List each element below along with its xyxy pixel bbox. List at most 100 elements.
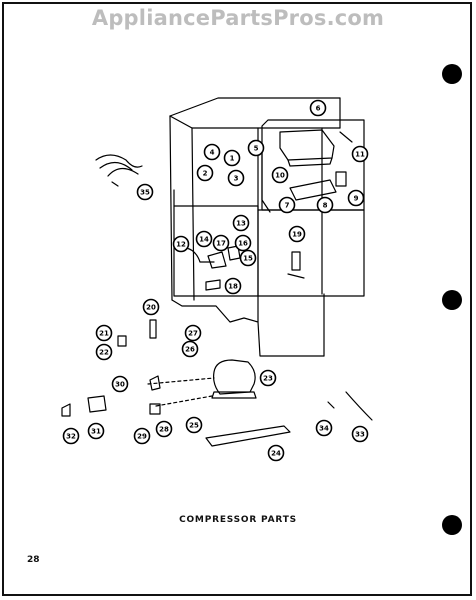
callout-circle	[172, 235, 190, 253]
callout-33: 33	[351, 425, 369, 443]
callout-number: 6	[316, 105, 321, 113]
callout-1: 1	[223, 149, 241, 167]
callout-22: 22	[95, 343, 113, 361]
control-box	[173, 189, 365, 297]
callout-number: 20	[146, 304, 156, 312]
binder-hole-bottom	[442, 515, 462, 535]
callout-28: 28	[155, 420, 173, 438]
callout-circle	[203, 143, 221, 161]
callout-circle	[351, 425, 369, 443]
callout-circle	[181, 340, 199, 358]
callout-number: 26	[185, 346, 195, 354]
callout-circle	[267, 444, 285, 462]
callout-circle	[278, 196, 296, 214]
callout-circle	[87, 422, 105, 440]
callout-30: 30	[111, 375, 129, 393]
callout-circle	[259, 369, 277, 387]
callout-circle	[239, 249, 257, 267]
callout-34: 34	[315, 419, 333, 437]
relay-parts	[61, 319, 157, 417]
callout-29: 29	[133, 427, 151, 445]
callout-circle	[271, 166, 289, 184]
callout-18: 18	[224, 277, 242, 295]
callout-number: 14	[199, 236, 209, 244]
compressor	[147, 359, 257, 415]
callout-23: 23	[259, 369, 277, 387]
callout-circle	[133, 427, 151, 445]
callout-circle	[223, 149, 241, 167]
callout-19: 19	[288, 225, 306, 243]
callout-16: 16	[234, 234, 252, 252]
callout-3: 3	[227, 169, 245, 187]
callout-6: 6	[309, 99, 327, 117]
callout-number: 27	[188, 330, 198, 338]
callout-number: 19	[292, 231, 302, 239]
valve-parts	[205, 245, 305, 291]
callout-9: 9	[347, 189, 365, 207]
callout-circle	[184, 324, 202, 342]
callout-5: 5	[247, 139, 265, 157]
ice-maker-box	[257, 119, 365, 213]
binder-hole-middle	[442, 290, 462, 310]
callout-15: 15	[239, 249, 257, 267]
callout-number: 4	[210, 149, 215, 157]
callout-number: 3	[234, 175, 239, 183]
page-number: 28	[27, 555, 40, 565]
callout-number: 35	[140, 189, 150, 197]
callout-circle	[95, 343, 113, 361]
callout-number: 25	[189, 422, 199, 430]
callout-number: 5	[254, 145, 259, 153]
wire-harness	[95, 154, 143, 187]
callout-circle	[224, 277, 242, 295]
callout-circle	[62, 427, 80, 445]
callout-31: 31	[87, 422, 105, 440]
base-plate	[205, 425, 291, 447]
callout-27: 27	[184, 324, 202, 342]
callout-circle	[195, 230, 213, 248]
callout-circle	[315, 419, 333, 437]
callout-number: 9	[354, 195, 359, 203]
callout-circle	[347, 189, 365, 207]
callout-number: 31	[91, 428, 101, 436]
callout-circle	[136, 183, 154, 201]
callout-circle	[111, 375, 129, 393]
callout-10: 10	[271, 166, 289, 184]
callout-number: 7	[285, 202, 290, 210]
callout-number: 18	[228, 283, 238, 291]
callout-4: 4	[203, 143, 221, 161]
callout-25: 25	[185, 416, 203, 434]
callout-number: 24	[271, 450, 281, 458]
callout-circle	[247, 139, 265, 157]
callout-26: 26	[181, 340, 199, 358]
callout-number: 33	[355, 431, 365, 439]
callout-circle	[234, 234, 252, 252]
callout-number: 13	[236, 220, 246, 228]
callout-20: 20	[142, 298, 160, 316]
callout-21: 21	[95, 324, 113, 342]
callout-number: 17	[216, 240, 226, 248]
callout-circle	[142, 298, 160, 316]
callout-number: 21	[99, 330, 109, 338]
callout-number: 2	[203, 170, 208, 178]
callout-35: 35	[136, 183, 154, 201]
callout-circle	[155, 420, 173, 438]
callout-13: 13	[232, 214, 250, 232]
callout-circle	[95, 324, 113, 342]
callout-number: 16	[238, 240, 248, 248]
callout-number: 10	[275, 172, 285, 180]
callout-number: 11	[355, 151, 365, 159]
callout-circle	[288, 225, 306, 243]
callout-number: 15	[243, 255, 253, 263]
callout-circle	[309, 99, 327, 117]
watermark: AppliancePartsPros.com	[91, 6, 385, 30]
callout-number: 34	[319, 425, 329, 433]
callout-number: 23	[263, 375, 273, 383]
callout-circle	[232, 214, 250, 232]
callout-number: 30	[115, 381, 125, 389]
callout-circle	[185, 416, 203, 434]
callout-circle	[351, 145, 369, 163]
callout-2: 2	[196, 164, 214, 182]
